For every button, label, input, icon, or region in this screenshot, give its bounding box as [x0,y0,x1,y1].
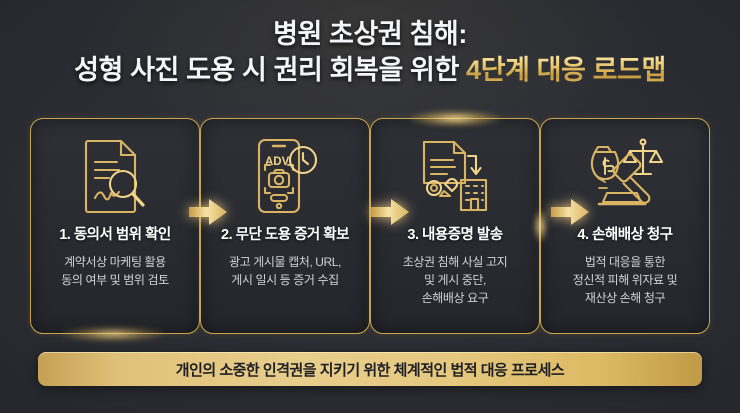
step-card-3[interactable]: 3. 내용증명 발송 초상권 침해 사실 고지 및 게시 중단, 손해배상 요구 [370,118,540,334]
gavel-scales-moneybag-icon [585,133,665,219]
step-card-3-heading: 3. 내용증명 발송 [407,227,503,243]
desc-line: 게시 일시 등 증거 수집 [231,273,339,288]
step-card-4-description: 법적 대응을 통한 정신적 피해 위자료 및 재산상 손해 청구 [573,253,678,308]
step-card-1-description: 계약서상 마케팅 활용 동의 여부 및 범위 검토 [61,253,169,289]
step-card-1-heading: 1. 동의서 범위 확인 [59,227,171,243]
title-line-1: 병원 초상권 침해: [273,19,467,49]
step-card-2[interactable]: ADV 2. 무단 도용 증거 확보 광고 게시물 캡처, URL, 게시 일시… [200,118,370,334]
desc-line: 손해배상 요구 [421,291,489,306]
step-card-2-heading: 2. 무단 도용 증거 확보 [221,227,349,243]
desc-line: 재산상 손해 청구 [584,291,666,306]
title-line-2-highlight: 4단계 대응 로드맵 [465,54,666,85]
title-line-2-plain: 성형 사진 도용 시 권리 회복을 위한 [74,54,466,85]
certified-mail-building-icon [416,133,494,219]
desc-line: 정신적 피해 위자료 및 [572,273,678,288]
adv-label: ADV [265,156,290,168]
steps-row: 1. 동의서 범위 확인 계약서상 마케팅 활용 동의 여부 및 범위 검토 A… [30,118,710,334]
desc-line: 동의 여부 및 범위 검토 [61,273,169,288]
desc-line: 계약서상 마케팅 활용 [64,255,166,269]
step-card-4-heading: 4. 손해배상 청구 [577,227,673,243]
step-card-4[interactable]: 4. 손해배상 청구 법적 대응을 통한 정신적 피해 위자료 및 재산상 손해… [540,118,710,334]
contract-magnifier-icon [78,133,152,219]
title-line-2: 성형 사진 도용 시 권리 회복을 위한 4단계 대응 로드맵 [0,54,740,87]
page-title: 병원 초상권 침해: 성형 사진 도용 시 권리 회복을 위한 4단계 대응 로… [0,18,740,87]
step-card-2-description: 광고 게시물 캡처, URL, 게시 일시 등 증거 수집 [229,253,341,289]
smartphone-ad-capture-icon: ADV [248,133,322,219]
desc-line: 법적 대응을 통한 [584,255,666,269]
desc-line: 초상권 침해 사실 고지 [402,255,508,269]
summary-banner: 개인의 소중한 인격권을 지키기 위한 체계적인 법적 대응 프로세스 [38,352,702,386]
desc-line: 및 게시 중단, [423,273,486,288]
summary-banner-text: 개인의 소중한 인격권을 지키기 위한 체계적인 법적 대응 프로세스 [175,361,565,379]
desc-line: 광고 게시물 캡처, URL, [229,255,341,269]
step-card-3-description: 초상권 침해 사실 고지 및 게시 중단, 손해배상 요구 [403,253,508,308]
step-card-1[interactable]: 1. 동의서 범위 확인 계약서상 마케팅 활용 동의 여부 및 범위 검토 [30,118,200,334]
